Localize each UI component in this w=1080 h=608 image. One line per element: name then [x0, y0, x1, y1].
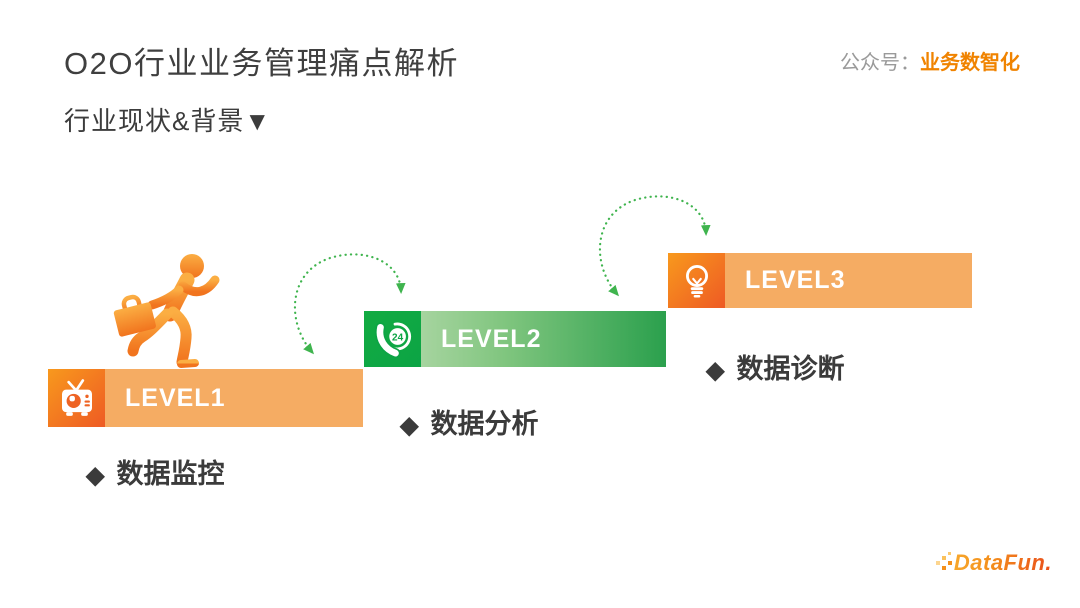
level-bar-3: LEVEL3 — [668, 253, 972, 308]
level-label-2: LEVEL2 — [421, 311, 666, 367]
caption-text: 数据诊断 — [736, 354, 845, 384]
level-caption-2: ◆ 数据分析 — [400, 402, 538, 441]
diamond-bullet: ◆ — [400, 412, 419, 439]
level-label-1: LEVEL1 — [105, 369, 363, 427]
page-title: O2O行业业务管理痛点解析 — [64, 46, 459, 81]
phone-24-icon: 24 — [364, 311, 421, 367]
caption-text: 数据分析 — [430, 409, 539, 439]
account-name: 业务数智化 — [920, 52, 1020, 74]
lightbulb-icon — [668, 253, 725, 308]
level-bar-2: 24 LEVEL2 — [364, 311, 666, 367]
level-caption-1: ◆ 数据监控 — [86, 452, 224, 491]
section-subtitle: 行业现状&背景▼ — [64, 106, 272, 136]
logo-text: DataFun. — [938, 550, 1052, 576]
diamond-bullet: ◆ — [86, 462, 105, 489]
account-label: 公众号： — [840, 52, 920, 74]
diamond-bullet: ◆ — [706, 357, 725, 384]
level-bar-1: LEVEL1 — [48, 369, 363, 427]
tv-icon — [48, 369, 105, 427]
wechat-account: 公众号：业务数智化 — [840, 46, 1020, 75]
running-person-icon — [95, 250, 245, 375]
datafun-logo: DataFun. — [935, 550, 1052, 578]
level-caption-3: ◆ 数据诊断 — [706, 347, 844, 386]
caption-text: 数据监控 — [116, 459, 225, 489]
svg-text:24: 24 — [392, 332, 404, 343]
level-label-3: LEVEL3 — [725, 253, 972, 308]
logo-pixel-dots — [935, 552, 952, 572]
